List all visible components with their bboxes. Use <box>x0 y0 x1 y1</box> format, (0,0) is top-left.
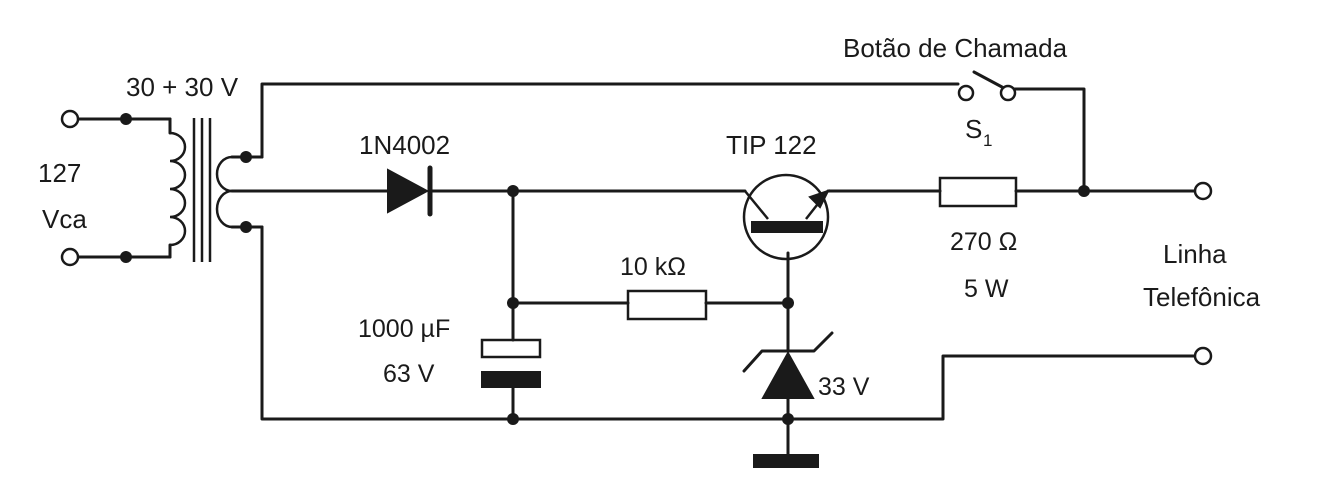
capacitor-voltage-label: 63 V <box>383 360 435 388</box>
mains-terminal-top <box>60 109 80 129</box>
junction-dots <box>120 113 1090 425</box>
capacitor-1000uf <box>480 338 542 388</box>
switch-ref-subscript: 1 <box>983 131 992 150</box>
resistor-270-rating: 5 W <box>964 275 1009 303</box>
mains-unit-label: Vca <box>42 204 87 234</box>
capacitor-value-label: 1000 µF <box>358 315 450 343</box>
switch-title-label: Botão de Chamada <box>843 33 1068 63</box>
resistor-10k-label: 10 kΩ <box>620 253 686 281</box>
wires <box>76 82 1202 462</box>
transistor-label: TIP 122 <box>726 130 817 160</box>
primary-coil <box>169 131 187 247</box>
zener-diode <box>742 331 834 399</box>
transformer <box>169 118 233 262</box>
zener-label: 33 V <box>818 373 870 401</box>
resistor-10k <box>626 289 708 321</box>
switch-s1 <box>957 70 1017 102</box>
mains-voltage-label: 127 <box>38 158 81 188</box>
terminals <box>60 109 1213 366</box>
resistor-270 <box>938 176 1018 208</box>
switch-ref-label: S <box>965 114 982 144</box>
line-terminal-top <box>1193 181 1213 201</box>
resistor-270-value: 270 Ω <box>950 228 1017 256</box>
line-terminal-bottom <box>1193 346 1213 366</box>
diode-label: 1N4002 <box>359 130 450 160</box>
mains-terminal-bottom <box>60 247 80 267</box>
transformer-voltage-label: 30 + 30 V <box>126 72 239 102</box>
secondary-coil <box>215 155 233 229</box>
diode-1n4002 <box>387 165 433 217</box>
output-label-line1: Linha <box>1163 239 1227 269</box>
output-label-line2: Telefônica <box>1143 282 1261 312</box>
ground-symbol <box>753 454 819 468</box>
transistor-tip122 <box>742 173 830 261</box>
